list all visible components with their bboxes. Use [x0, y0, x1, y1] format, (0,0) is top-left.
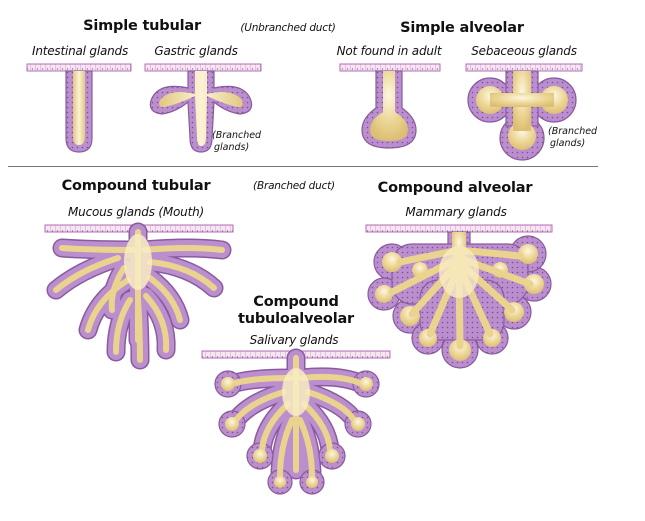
mammary-glands-label: Mammary glands — [405, 205, 507, 219]
gastric-gland-drawing — [144, 63, 262, 153]
compound-tubular-drawing — [44, 222, 234, 370]
simple-alveolar-heading: Simple alveolar — [400, 20, 524, 36]
simple-alveolar-drawing — [339, 63, 441, 149]
sebaceous-gland-drawing — [465, 63, 583, 161]
salivary-glands-label: Salivary glands — [249, 333, 339, 347]
compound-alveolar-heading: Compound alveolar — [377, 180, 533, 196]
section-divider — [8, 166, 598, 167]
sebaceous-branched-note-line-1: (Branched — [548, 126, 598, 137]
intestinal-glands-label: Intestinal glands — [31, 44, 129, 58]
simple-tubular-heading: Simple tubular — [83, 18, 201, 34]
sebaceous-branched-note-line-2: glands) — [550, 138, 586, 149]
branched-duct-note: (Branched duct) — [253, 180, 335, 192]
compound-tubuloalveolar-heading-line-2: tubuloalveolar — [238, 311, 354, 327]
compound-alveolar-drawing — [365, 224, 553, 369]
unbranched-duct-note: (Unbranched duct) — [240, 22, 336, 34]
compound-tubular-heading: Compound tubular — [61, 178, 211, 194]
gastric-branched-note-line-2: glands) — [214, 142, 250, 153]
compound-tubuloalveolar-heading-line-1: Compound — [253, 294, 339, 310]
gastric-glands-label: Gastric glands — [154, 44, 238, 58]
mucous-glands-label: Mucous glands (Mouth) — [68, 205, 204, 219]
not-found-in-adult-label: Not found in adult — [336, 44, 442, 58]
gastric-branched-note-line-1: (Branched — [212, 130, 262, 141]
sebaceous-glands-label: Sebaceous glands — [471, 44, 577, 58]
compound-tubuloalveolar-drawing — [201, 348, 391, 495]
intestinal-gland-drawing — [26, 63, 132, 153]
